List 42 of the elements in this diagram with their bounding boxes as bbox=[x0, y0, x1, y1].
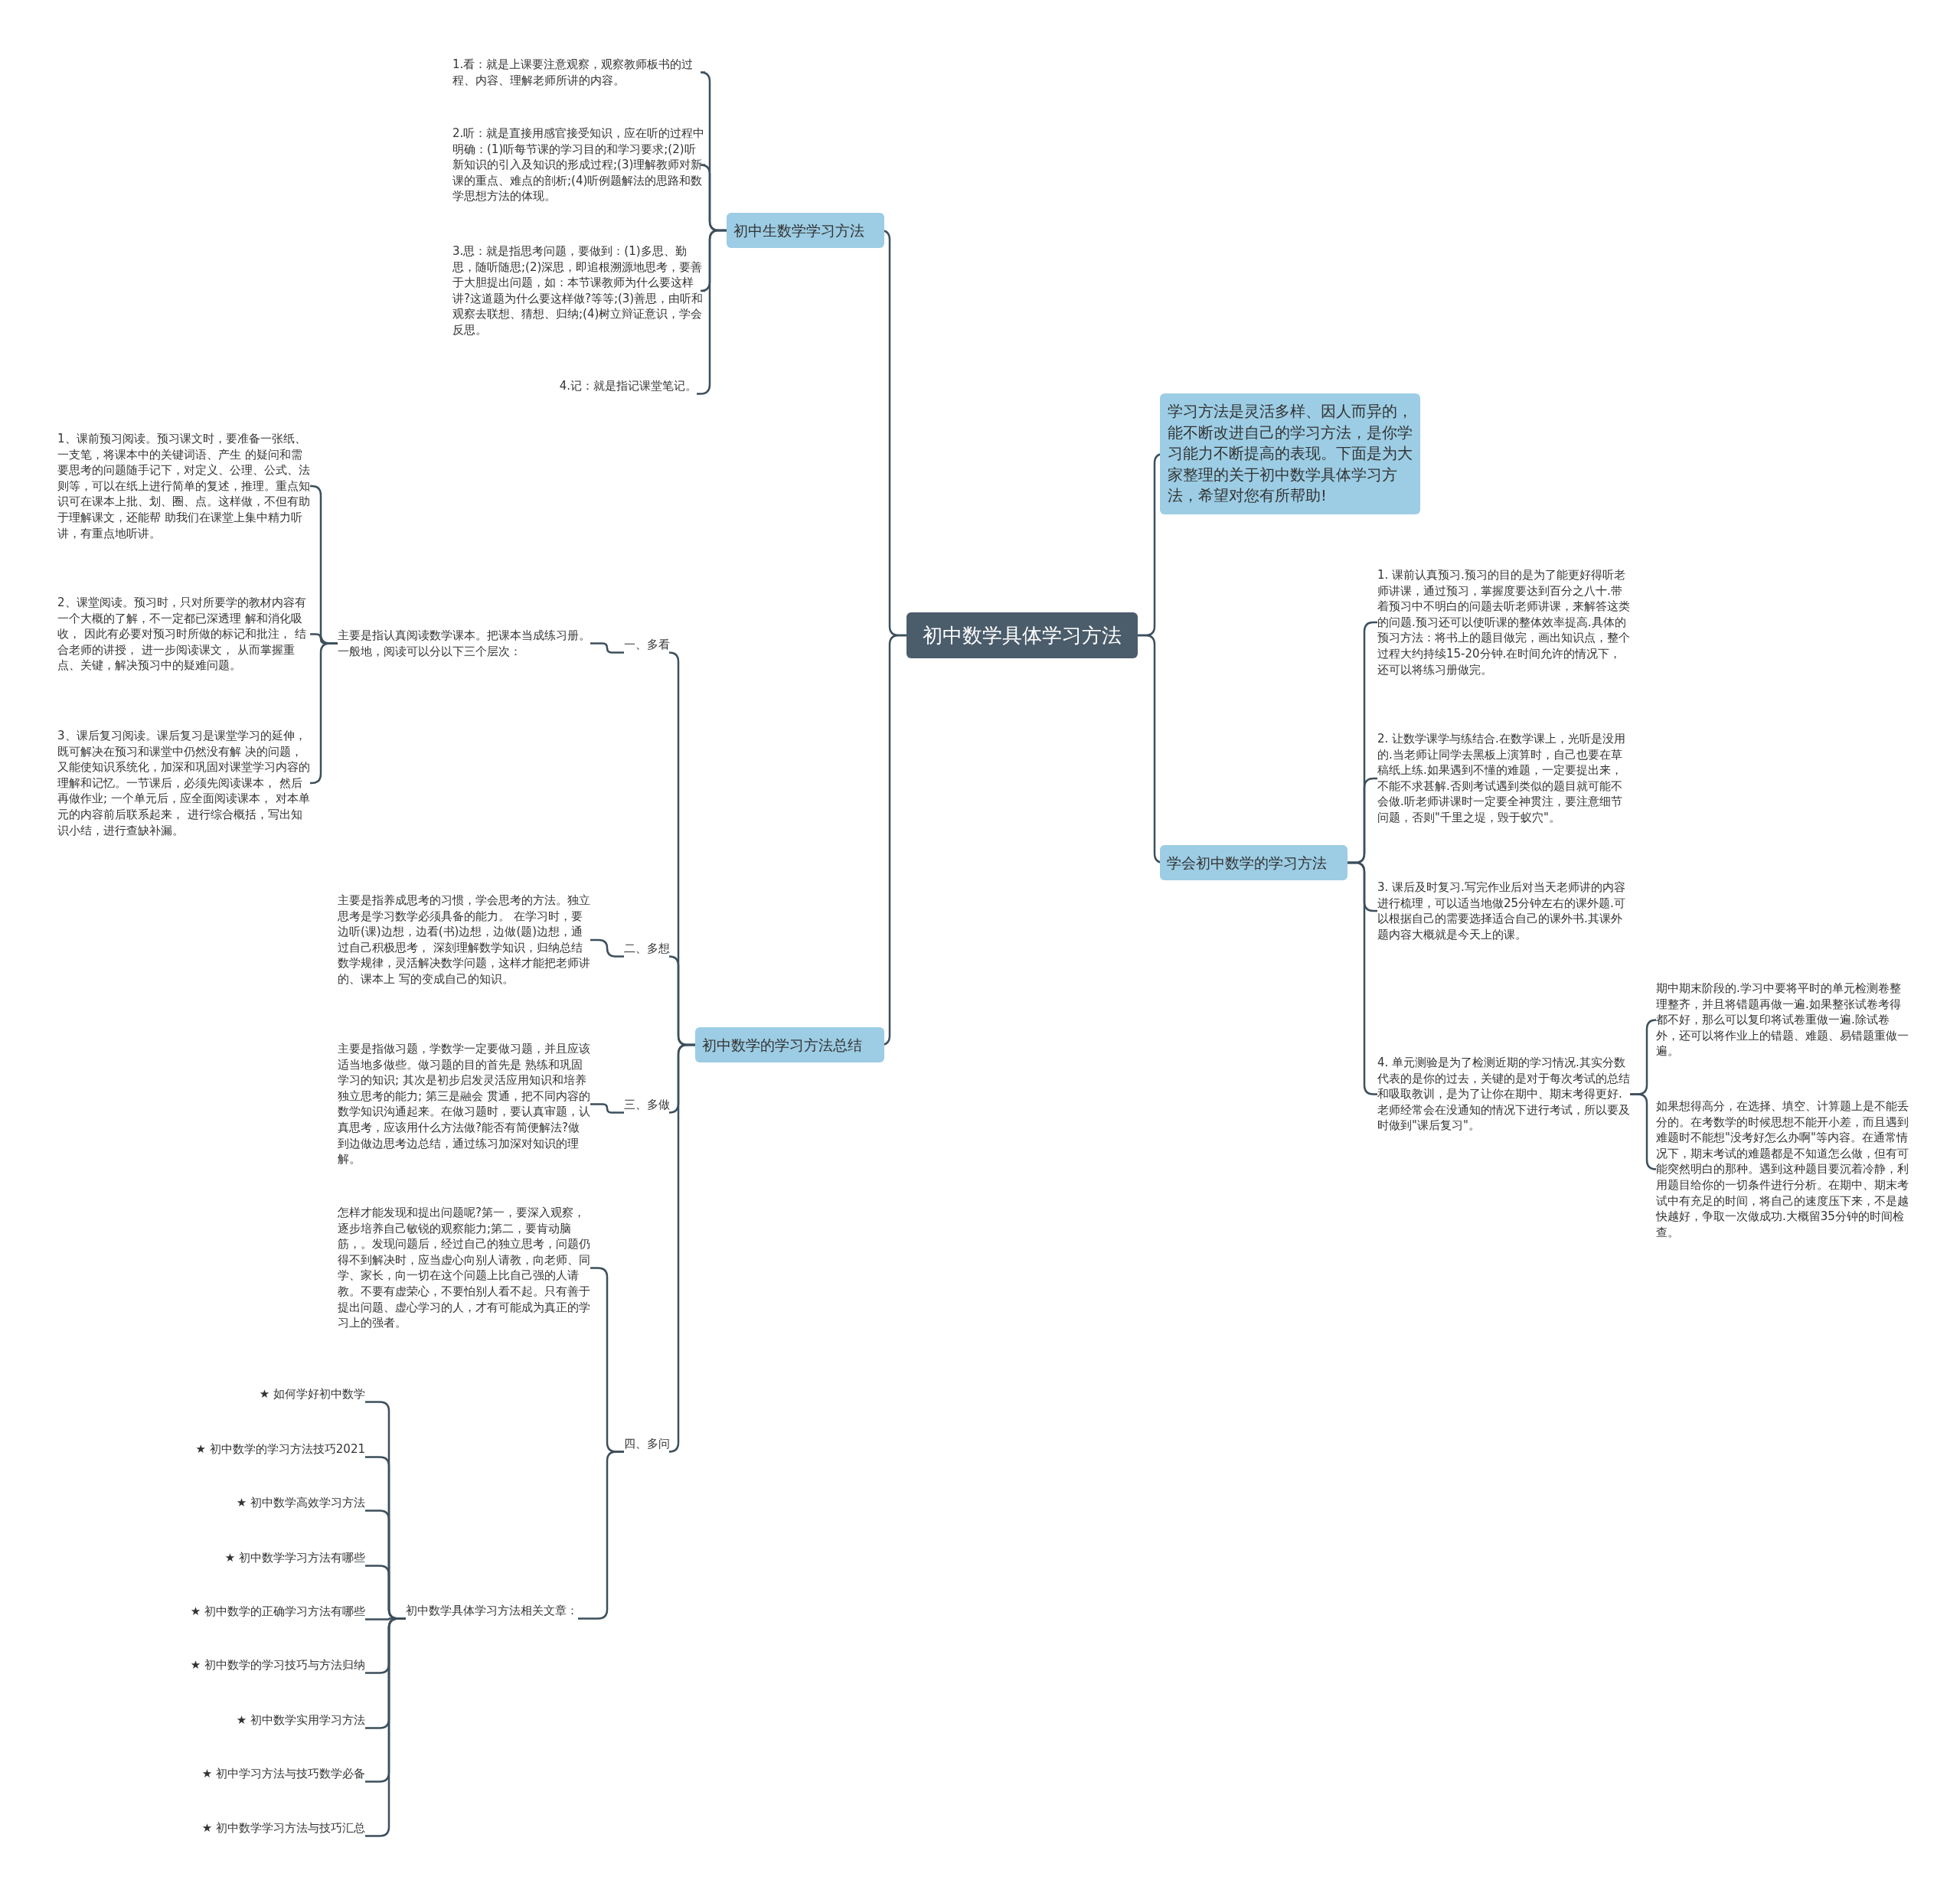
topic-text: 四、多问 bbox=[624, 1435, 670, 1452]
topic-text: 主要是指认真阅读数学课本。把课本当成练习册。一般地，阅读可以分以下三个层次： bbox=[338, 628, 590, 660]
topic-text: 3.思：就是指思考问题，要做到：(1)多思、勤思，随听随思;(2)深思，即追根溯源地思考，要善于大胆提出问题，如：本节课教师为什么要这样讲?这道题为什么要这样做?等等;(3)善思，由听和观察去联想、猜想、归纳;(4)树立辩证意识，学会反思。 bbox=[452, 243, 705, 338]
topic-text: ★ 初中学习方法与技巧数学必备 bbox=[201, 1765, 365, 1782]
connector-line bbox=[590, 642, 624, 654]
topic-text: 1.看：就是上课要注意观察，观察教师板书的过程、内容、理解老师所讲的内容。 bbox=[452, 57, 705, 89]
topic-text: 4. 单元测验是为了检测近期的学习情况.其实分数代表的是你的过去，关键的是对于每次考试的总结和吸取教训，是为了让你在期中、期末考得更好.老师经常会在没通知的情况下进行考试，所以要及时做到"课后复习"。 bbox=[1377, 1055, 1630, 1134]
central-topic-box: 初中数学具体学习方法 bbox=[906, 612, 1138, 658]
topic-text: 1. 课前认真预习.预习的目的是为了能更好得听老师讲课，通过预习，掌握度要达到百分之八十.带着预习中不明白的问题去听老师讲课，来解答这类的问题.预习还可以使听课的整体效率提高.具体的预习方法：将书上的题目做完，画出知识点，整个过程大约持续15-20分钟.在时间允许的情况下，还可以将练习册做完。 bbox=[1377, 567, 1630, 678]
topic-text: 初中数学具体学习方法相关文章： bbox=[406, 1602, 578, 1619]
connector-line bbox=[590, 1103, 624, 1114]
topic-text: 如果想得高分，在选择、填空、计算题上是不能丢分的。在考数学的时候思想不能开小差，而且遇到难题时不能想"没考好怎么办啊"等内容。在通常情况下，期末考试的难题都是不知道怎么做，但有可能突然明白的那种。遇到这种题目要沉着冷静，利用题目给你的一切条件进行分析。在期中、期末考试中有充足的时间，将自己的速度压下来，不是越快越好，争取一次做成功.大概留35分钟的时间检查。 bbox=[1656, 1098, 1909, 1241]
topic-text: 2.听：就是直接用感官接受知识，应在听的过程中明确：(1)听每节课的学习目的和学习要求;(2)听新知识的引入及知识的形成过程;(3)理解教师对新课的重点、难点的剖析;(4)听例题解法的思路和数学思想方法的体现。 bbox=[452, 126, 705, 204]
topic-box: 初中数学的学习方法总结 bbox=[695, 1027, 884, 1062]
topic-text: ★ 初中数学学习方法与技巧汇总 bbox=[201, 1820, 365, 1836]
topic-text: ★ 初中数学的正确学习方法有哪些 bbox=[190, 1603, 365, 1620]
topic-text: 3、课后复习阅读。课后复习是课堂学习的延伸，既可解决在预习和课堂中仍然没有解 决的问题，又能使知识系统化，加深和巩固对课堂学习内容的理解和记忆。一节课后，必须先阅读课本， 然后再做作业; 一个单元后，应全面阅读课本， 对本单元的内容前后联系起来， 进行综合概括，写出知识小结，进行查缺补漏。 bbox=[57, 728, 310, 839]
topic-text: ★ 如何学好初中数学 bbox=[259, 1385, 365, 1402]
note-box: 学习方法是灵活多样、因人而异的，能不断改进自己的学习方法，是你学习能力不断提高的表现。下面是为大家整理的关于初中数学具体学习方法，希望对您有所帮助! bbox=[1160, 393, 1420, 514]
topic-text: ★ 初中数学的学习方法技巧2021 bbox=[195, 1441, 365, 1457]
topic-text: 2. 让数学课学与练结合.在数学课上，光听是没用的.当老师让同学去黑板上演算时，自己也要在草稿纸上练.如果遇到不懂的难题，一定要提出来，不能不求甚解.否则考试遇到类似的题目就可能不会做.听老师讲课时一定要全神贯注，要注意细节问题，否则"千里之堤，毁于蚁穴"。 bbox=[1377, 731, 1630, 826]
connector-line bbox=[578, 1451, 624, 1620]
topic-text: ★ 初中数学实用学习方法 bbox=[236, 1712, 365, 1728]
topic-text: 4.记：就是指记课堂笔记。 bbox=[559, 377, 697, 394]
topic-text: 主要是指做习题，学数学一定要做习题，并且应该适当地多做些。做习题的目的首先是 熟练和巩固学习的知识; 其次是初步启发灵活应用知识和培养独立思考的能力; 第三是融会 贯通，把不同内容的数学知识沟通起来。在做习题时，要认真审题，认真思考，应该用什么方法做?能否有简便解法?做到边做边思考边总结，通过练习加深对知识的理解。 bbox=[338, 1041, 590, 1167]
topic-text: 二、多想 bbox=[624, 940, 670, 957]
topic-text: 2、课堂阅读。预习时，只对所要学的教材内容有一个大概的了解，不一定都已深透理 解和消化吸收， 因此有必要对预习时所做的标记和批注， 结合老师的讲授， 进一步阅读课文， 从而掌握重点、关键，解决预习中的疑难问题。 bbox=[57, 595, 310, 674]
connector-line bbox=[668, 1043, 695, 1453]
topic-text: 一、多看 bbox=[624, 636, 670, 653]
topic-box: 初中生数学学习方法 bbox=[727, 213, 884, 248]
topic-text: 主要是指养成思考的习惯，学会思考的方法。独立思考是学习数学必须具备的能力。 在学习时，要边听(课)边想，边看(书)边想，边做(题)边想，通过自己积极思考， 深刻理解数学知识，归纳总结数学规律，灵活解决数学问题，这样才能把老师讲的、课本上 写的变成自己的知识。 bbox=[338, 893, 590, 987]
connector-line bbox=[590, 938, 624, 958]
topic-text: 1、课前预习阅读。预习课文时，要准备一张纸、一支笔，将课本中的关键词语、产生 的疑问和需要思考的问题随手记下，对定义、公理、公式、法则等，可以在纸上进行简单的复述，推理。重点知识可在课本上批、划、圈、点。这样做，不但有助于理解课文，还能帮 助我们在课堂上集中精力听讲，有重点地听讲。 bbox=[57, 431, 310, 542]
topic-text: 怎样才能发现和提出问题呢?第一，要深入观察，逐步培养自己敏锐的观察能力;第二，要肯动脑筋，。发现问题后，经过自己的独立思考，问题仍得不到解决时，应当虚心向别人请教，向老师、同学、家长，向一切在这个问题上比自己强的人请教。不要有虚荣心，不要怕别人看不起。只有善于提出问题、虚心学习的人，才有可能成为真正的学习上的强者。 bbox=[338, 1205, 590, 1331]
topic-text: ★ 初中数学学习方法有哪些 bbox=[224, 1549, 365, 1566]
topic-text: ★ 初中数学的学习技巧与方法归纳 bbox=[190, 1656, 365, 1673]
topic-box: 学会初中数学的学习方法 bbox=[1160, 845, 1348, 880]
topic-text: ★ 初中数学高效学习方法 bbox=[236, 1494, 365, 1511]
topic-text: 三、多做 bbox=[624, 1096, 670, 1113]
topic-text: 3. 课后及时复习.写完作业后对当天老师讲的内容进行梳理，可以适当地做25分钟左右的课外题.可以根据自己的需要选择适合自己的课外书.其课外题内容大概就是今天上的课。 bbox=[1377, 880, 1630, 943]
topic-text: 期中期末阶段的.学习中要将平时的单元检测卷整理整齐，并且将错题再做一遍.如果整张试卷考得都不好，那么可以复印将试卷重做一遍.除试卷外，还可以将作业上的错题、难题、易错题重做一遍。 bbox=[1656, 981, 1909, 1059]
connector-line bbox=[1630, 1093, 1658, 1170]
